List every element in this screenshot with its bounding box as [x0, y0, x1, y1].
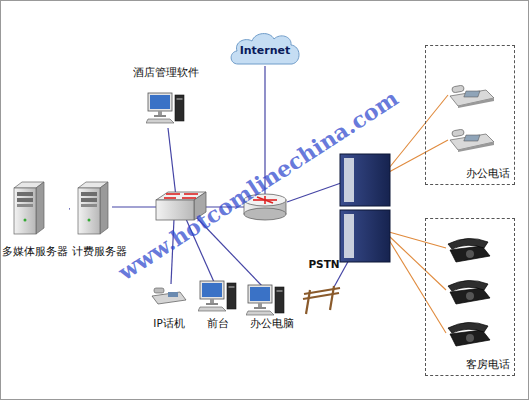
- node-label: PSTN: [308, 258, 339, 271]
- node-label: 前台: [207, 317, 229, 330]
- phone-node: IP话机: [146, 280, 192, 330]
- node-label: 计费服务器: [72, 245, 127, 258]
- phone-wires: [389, 95, 448, 333]
- telephone-pole: [303, 286, 340, 314]
- group-box: 客房电话: [425, 218, 515, 376]
- pbx-units: [340, 154, 390, 262]
- node-label: IP话机: [153, 317, 184, 330]
- server-node: 计费服务器: [70, 176, 128, 258]
- pc-node: 酒店管理软件: [128, 66, 204, 130]
- node-label: 办公电话: [466, 167, 510, 180]
- connector: [69, 208, 70, 209]
- node-label: 客房电话: [466, 358, 510, 371]
- node-label: Internet: [240, 44, 291, 57]
- node-label: 办公电脑: [250, 317, 294, 330]
- node-label: 酒店管理软件: [133, 66, 199, 79]
- cloud-node: Internet: [228, 30, 302, 68]
- server-node: 多媒体服务器: [1, 176, 69, 258]
- group-box: 办公电话: [425, 45, 515, 185]
- pc-node: 前台: [196, 276, 240, 330]
- pc-node: 办公电脑: [244, 280, 300, 330]
- node-label: 多媒体服务器: [2, 245, 68, 258]
- pstn-node: PSTN: [300, 258, 348, 316]
- device-icons: [14, 85, 494, 346]
